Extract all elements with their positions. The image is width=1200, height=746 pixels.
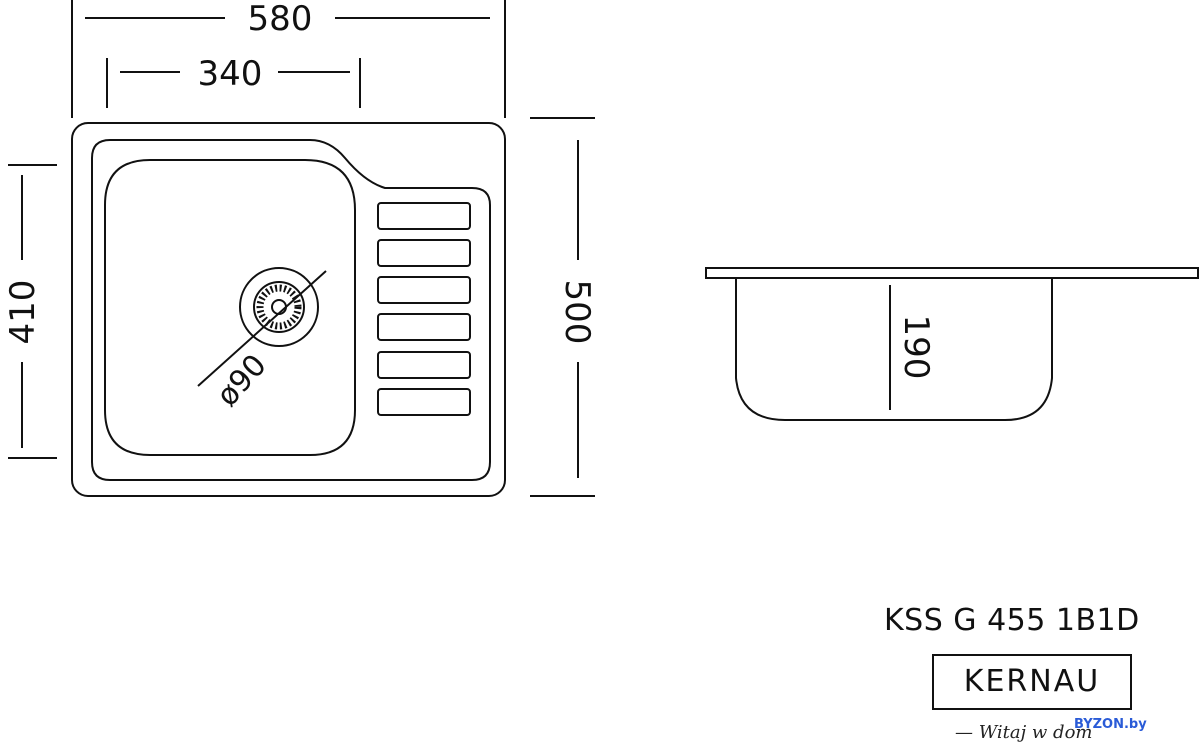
sink-top-view: ø90 (71, 122, 506, 497)
dim-340-label: 340 (198, 54, 263, 94)
model-name: KSS G 455 1B1D (884, 603, 1140, 638)
slogan: — Witaj w dom (955, 722, 1093, 743)
drain-icon: ø90 (197, 267, 327, 413)
sink-side-view: 190 (705, 267, 1199, 421)
dim-410: 410 (3, 164, 57, 459)
brand-logo: KERNAU (932, 654, 1132, 710)
dim-500: 500 (530, 117, 597, 497)
drainer-slots (377, 202, 471, 416)
drain-diameter-label: ø90 (210, 348, 274, 413)
dim-580-label: 580 (248, 0, 313, 39)
dim-340: 340 (106, 54, 361, 108)
dim-500-label: 500 (557, 280, 597, 345)
dim-580: 580 (71, 0, 506, 118)
watermark: BYZON.by (1074, 717, 1147, 732)
dim-190-label: 190 (896, 315, 936, 380)
dim-410-label: 410 (3, 280, 43, 345)
